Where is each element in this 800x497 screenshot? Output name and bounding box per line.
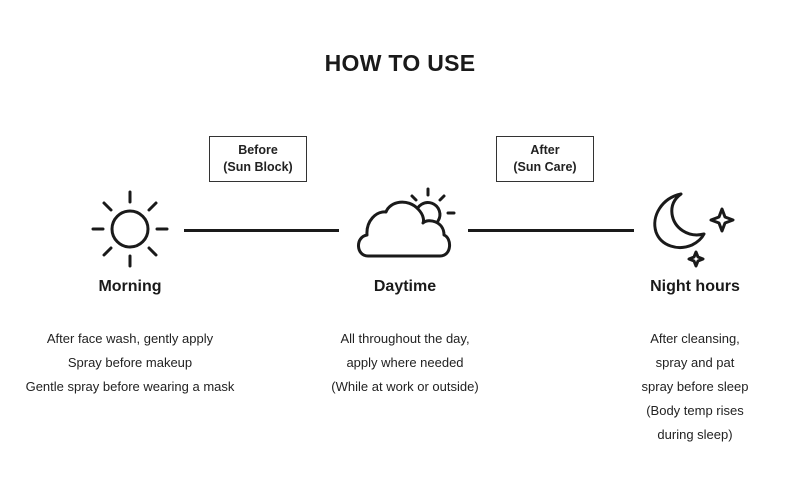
instruction-line: during sleep) xyxy=(657,427,733,442)
connector-daytime-night xyxy=(468,229,634,232)
after-label-line-2: (Sun Care) xyxy=(513,160,577,174)
before-sun-block-label: Before (Sun Block) xyxy=(209,136,307,182)
daytime-instructions: All throughout the day, apply where need… xyxy=(265,327,545,399)
after-label-line-1: After xyxy=(530,143,560,157)
phase-title-morning: Morning xyxy=(98,278,162,295)
instruction-line: After cleansing, xyxy=(650,331,740,346)
night-instructions: After cleansing, spray and pat spray bef… xyxy=(555,327,800,447)
phase-title-night: Night hours xyxy=(650,278,740,295)
before-label-line-2: (Sun Block) xyxy=(223,160,293,174)
sun-icon xyxy=(91,190,169,268)
instruction-line: apply where needed xyxy=(346,355,464,370)
after-sun-care-label: After (Sun Care) xyxy=(496,136,594,182)
morning-instructions: After face wash, gently apply Spray befo… xyxy=(0,327,270,399)
page-title: HOW TO USE xyxy=(324,50,476,76)
instruction-line: spray before sleep xyxy=(641,379,749,394)
before-label-line-1: Before xyxy=(238,143,278,157)
cloud-sun-icon xyxy=(357,187,456,258)
moon-stars-icon xyxy=(653,192,735,268)
instruction-line: Spray before makeup xyxy=(67,355,193,370)
connector-morning-daytime xyxy=(184,229,339,232)
instruction-line: All throughout the day, xyxy=(340,331,470,346)
instruction-line: After face wash, gently apply xyxy=(46,331,214,346)
instruction-line: (While at work or outside) xyxy=(331,379,479,394)
instruction-line: Gentle spray before wearing a mask xyxy=(25,379,235,394)
instruction-line: spray and pat xyxy=(655,355,735,370)
instruction-line: (Body temp rises xyxy=(646,403,744,418)
phase-title-daytime: Daytime xyxy=(373,278,437,295)
